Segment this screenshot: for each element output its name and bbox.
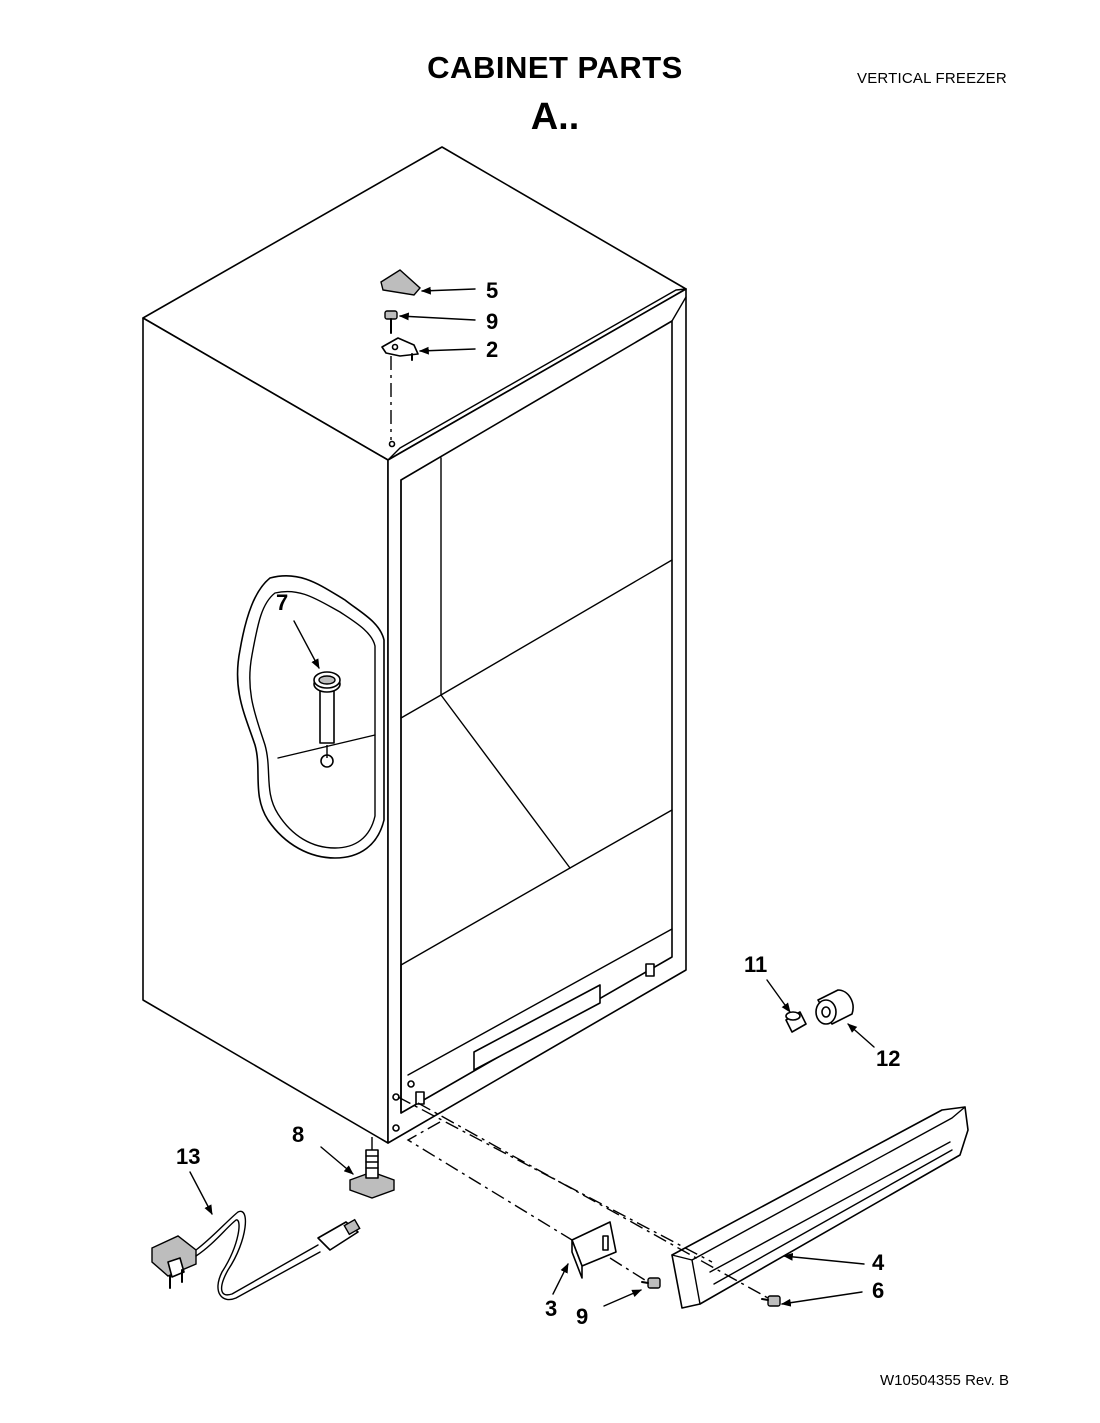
- callout-7: 7: [276, 590, 288, 615]
- product-name: VERTICAL FREEZER: [857, 70, 1007, 87]
- callout-8: 8: [292, 1122, 304, 1147]
- side-panel-cutaway: [236, 574, 385, 859]
- page-title: CABINET PARTS: [427, 50, 683, 85]
- callout-12: 12: [876, 1046, 900, 1071]
- part-9-hinge-screw: [384, 310, 398, 334]
- part-4-base-grille: [671, 1106, 969, 1309]
- part-9-bracket-screw: [641, 1277, 661, 1289]
- assembly-lines: [397, 1096, 769, 1299]
- part-13-power-cord: [151, 1210, 361, 1301]
- callout-2: 2: [486, 337, 498, 362]
- diagram-subtitle: A..: [530, 96, 580, 138]
- part-3-base-bracket: [571, 1221, 617, 1279]
- callout-9-top: 9: [486, 309, 498, 334]
- part-5-hinge-cover: [380, 269, 421, 296]
- part-7-drain-tube: [313, 671, 341, 744]
- part-11-roller-pin: [785, 1011, 807, 1033]
- callout-3: 3: [545, 1296, 557, 1321]
- part-8-leveling-leg: [349, 1149, 395, 1199]
- callout-6: 6: [872, 1278, 884, 1303]
- part-6-grille-screw: [761, 1295, 781, 1307]
- part-2-top-hinge: [381, 337, 419, 361]
- callout-9-bottom: 9: [576, 1304, 588, 1329]
- callout-13: 13: [176, 1144, 200, 1169]
- document-number: W10504355 Rev. B: [880, 1372, 1009, 1389]
- part-12-roller: [815, 989, 854, 1025]
- callout-5: 5: [486, 278, 498, 303]
- callout-11: 11: [744, 952, 767, 977]
- leader-arrows: [189, 286, 875, 1307]
- callout-4: 4: [872, 1250, 885, 1275]
- cabinet: [142, 146, 687, 1144]
